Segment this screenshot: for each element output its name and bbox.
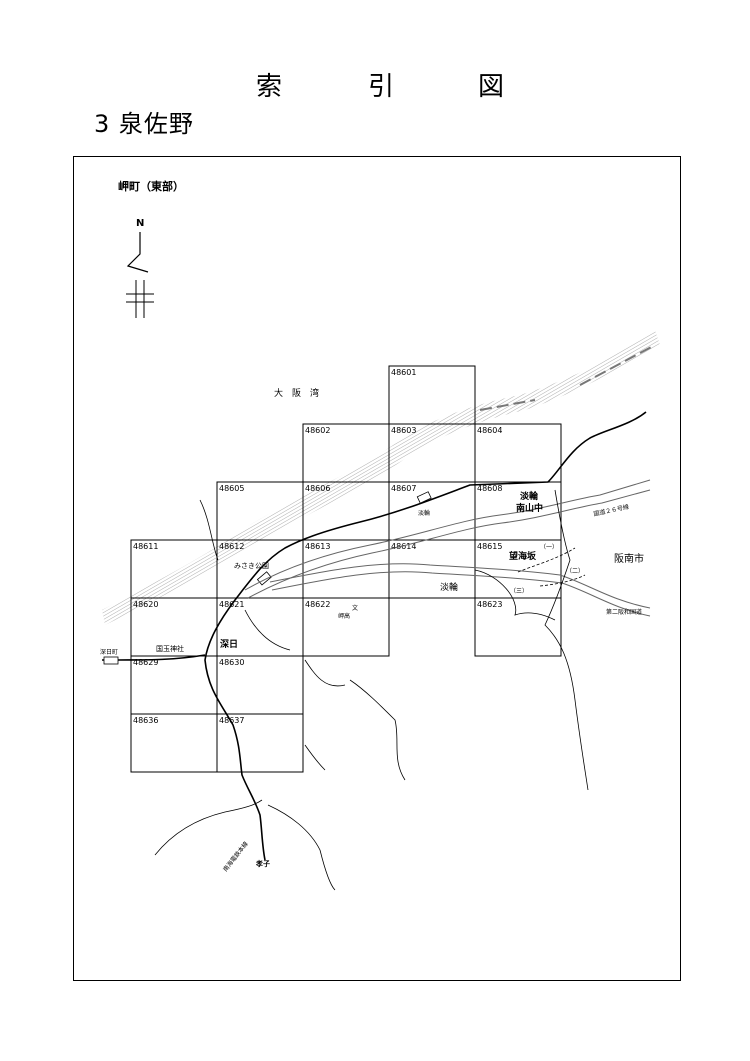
fuke-station-icon: [103, 656, 119, 665]
north-label: N: [136, 218, 144, 229]
sheet-label-48606: 48606: [305, 484, 330, 493]
sheet-label-48612: 48612: [219, 542, 244, 551]
kokugyoku-label: 国玉神社: [156, 644, 184, 653]
osaka-bay-label: 大 阪 湾: [274, 387, 319, 399]
sheet-label-48629: 48629: [133, 658, 158, 667]
misaki-high-label: 岬高: [338, 612, 350, 620]
kyoshi-label: 孝子: [255, 859, 270, 868]
sheet-label-48605: 48605: [219, 484, 244, 493]
boundary-lines: [154, 489, 589, 891]
map-frame: [73, 156, 681, 981]
fuke-label: 深日: [220, 638, 238, 650]
page-subtitle: 3 泉佐野: [94, 110, 194, 138]
page-title: 索 引 図: [0, 66, 750, 102]
sheet-label-48603: 48603: [391, 426, 416, 435]
sheet-label-48637: 48637: [219, 716, 244, 725]
daini-hanwa-label: 第二阪和国道: [606, 608, 642, 616]
school-mark-icon: 文: [352, 604, 358, 612]
sheet-cell-48637[interactable]: [216, 713, 304, 773]
railway-line: [204, 411, 647, 861]
bokaizaka-label: 望海坂: [509, 550, 537, 562]
sheet-label-48630: 48630: [219, 658, 244, 667]
sheet-cell-48623[interactable]: [474, 597, 562, 657]
sheet-label-48623: 48623: [477, 600, 502, 609]
area-name: 岬町（東部）: [118, 179, 184, 193]
sheet-label-48602: 48602: [305, 426, 330, 435]
mark-1-label: （一）: [540, 544, 558, 551]
sheet-label-48607: 48607: [391, 484, 416, 493]
north-arrow-icon: N: [126, 218, 154, 318]
tannowa-label: 淡輪: [440, 581, 458, 593]
title-char-2: 引: [368, 72, 395, 102]
sheet-label-48601: 48601: [391, 368, 416, 377]
sheet-label-48614: 48614: [391, 542, 416, 551]
tannowa-nanzan-label-1: 淡輪: [520, 490, 539, 502]
mark-2-label: （二）: [566, 568, 584, 575]
sheet-grid: 48601 48602 48603 48604 48605 48606 48607 48608…: [130, 365, 562, 773]
title-char-1: 索: [256, 72, 283, 102]
sheet-label-48611: 48611: [133, 542, 158, 551]
tannowa-station-label: 淡輪: [418, 509, 430, 517]
hannan-city-label: 阪南市: [614, 552, 644, 565]
sheet-label-48620: 48620: [133, 600, 158, 609]
sheet-cell-48622[interactable]: [302, 597, 390, 657]
daini-hanwa-road: [269, 563, 651, 617]
misaki-park-label: みさき公園: [234, 562, 269, 570]
railway-line-west: [102, 654, 206, 661]
dashed-boundary: [517, 547, 586, 587]
mark-3-label: （三）: [510, 588, 528, 595]
sheet-label-48613: 48613: [305, 542, 330, 551]
tannowa-station-icon: [416, 491, 432, 504]
breakwater: [479, 344, 656, 411]
tannowa-nanzan-label-2: 南山中: [516, 502, 543, 514]
nankai-line-label: 南海電鉄本線: [221, 840, 249, 873]
sheet-label-48615: 48615: [477, 542, 502, 551]
misaki-park-station-icon: [256, 571, 272, 586]
coastline-hatch: [102, 330, 660, 625]
route-26-road: [244, 479, 651, 599]
sheet-label-48636: 48636: [133, 716, 158, 725]
fuke-town-label: 深日町: [100, 648, 118, 656]
route26-label: 国道２６号線: [593, 503, 630, 518]
sheet-label-48622: 48622: [305, 600, 330, 609]
sheet-label-48604: 48604: [477, 426, 502, 435]
title-char-3: 図: [478, 72, 505, 102]
sheet-label-48608: 48608: [477, 484, 502, 493]
